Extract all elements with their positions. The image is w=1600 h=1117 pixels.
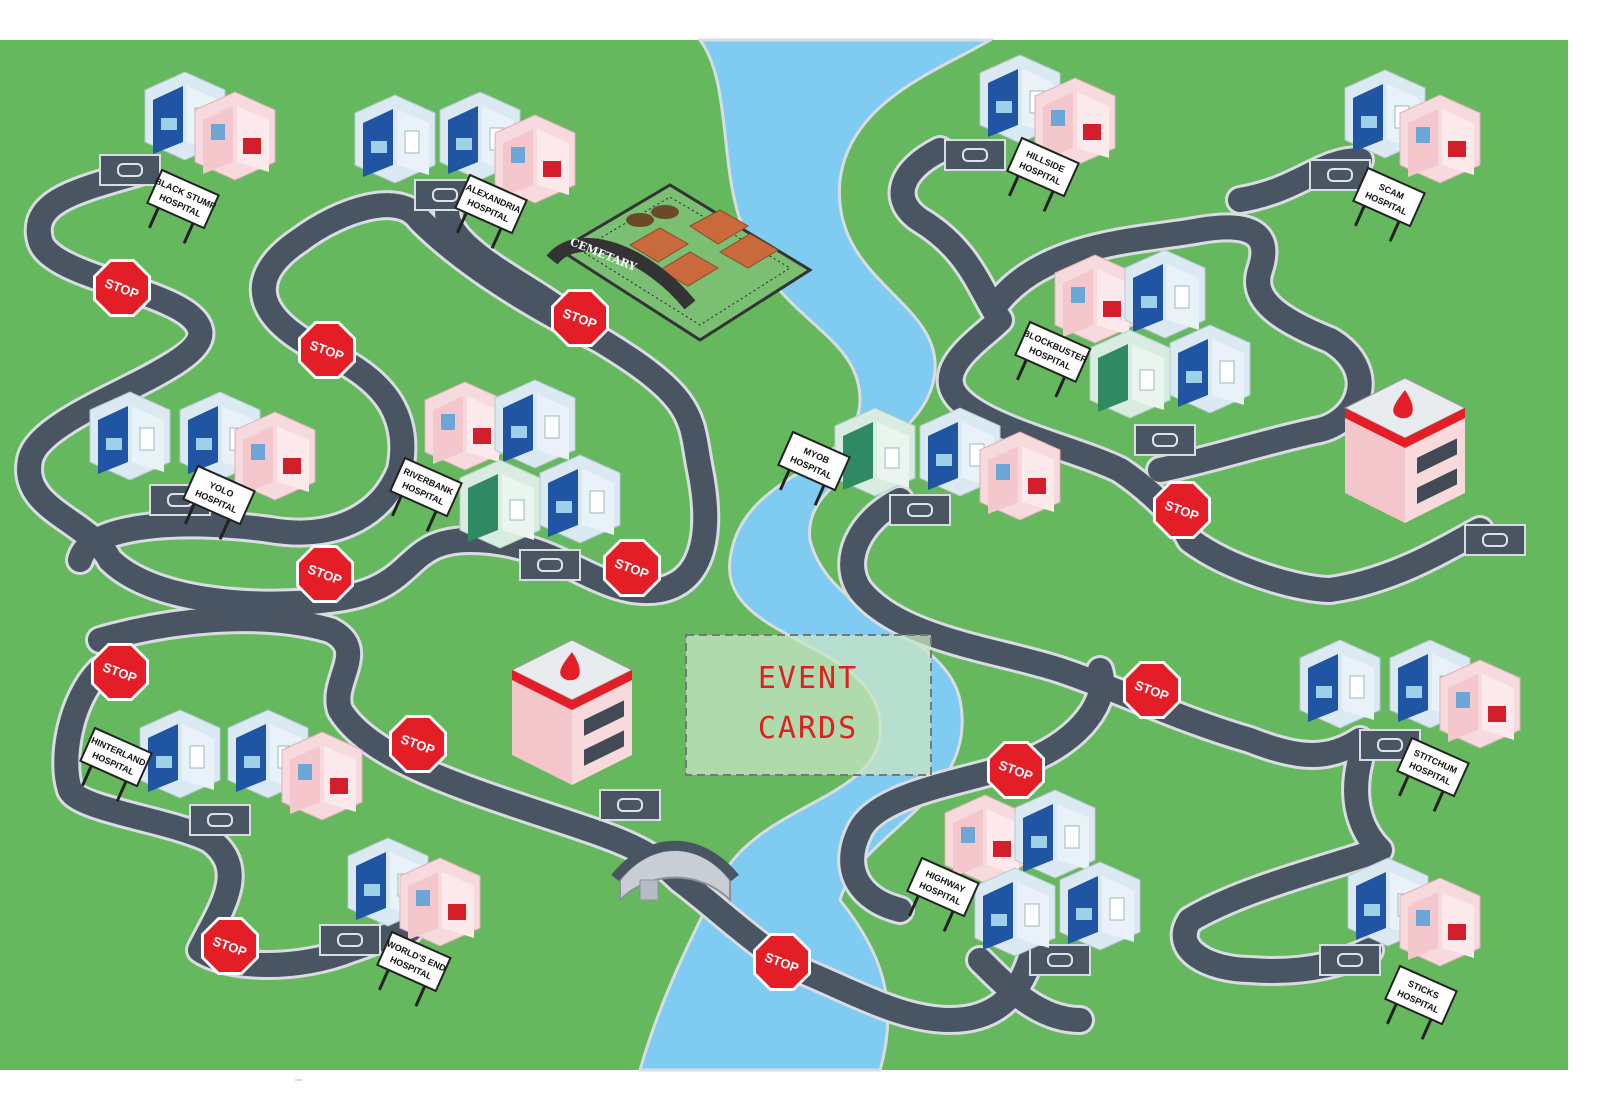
stop-sign: STOP <box>987 741 1045 799</box>
sign-hillside: HILLSIDE HOSPITAL <box>1006 136 1080 212</box>
parking-lot <box>319 924 381 956</box>
blood-bank-east[interactable] <box>1343 377 1467 523</box>
parking-lot <box>889 494 951 526</box>
blood-bank-west[interactable] <box>510 639 634 785</box>
stop-sign: STOP <box>201 917 259 975</box>
cemetery: CEMETARY <box>546 183 813 342</box>
parking-lot <box>1029 944 1091 976</box>
parking-lot <box>599 789 661 821</box>
sign-myob: MYOB HOSPITAL <box>777 430 851 506</box>
blood-drop-icon <box>1393 390 1413 419</box>
blood-drop-icon <box>560 652 580 681</box>
parking-lot <box>519 549 581 581</box>
bridge <box>611 840 739 903</box>
event-cards-line1: EVENT <box>758 661 858 696</box>
parking-lot <box>1464 524 1526 556</box>
event-cards-line2: CARDS <box>758 711 858 746</box>
stop-sign: STOP <box>298 321 356 379</box>
stop-sign: STOP <box>1153 481 1211 539</box>
stop-sign: STOP <box>389 715 447 773</box>
stop-sign: STOP <box>91 643 149 701</box>
stop-sign: STOP <box>551 289 609 347</box>
stop-sign: STOP <box>753 933 811 991</box>
stop-sign: STOP <box>1123 661 1181 719</box>
parking-lot <box>944 139 1006 171</box>
parking-lot <box>1134 424 1196 456</box>
sign-alexandria: ALEXANDRIA HOSPITAL <box>454 173 528 249</box>
parking-lot <box>1319 944 1381 976</box>
road-network <box>14 135 1495 1035</box>
sign-scam: SCAM HOSPITAL <box>1352 166 1426 242</box>
stop-sign: STOP <box>603 539 661 597</box>
stop-sign: STOP <box>296 545 354 603</box>
sign-hinterland: HINTERLAND HOSPITAL <box>79 726 153 802</box>
stop-sign: STOP <box>93 259 151 317</box>
event-cards-deck[interactable]: EVENT CARDS <box>685 634 932 776</box>
parking-lot <box>99 154 161 186</box>
parking-lot <box>189 804 251 836</box>
